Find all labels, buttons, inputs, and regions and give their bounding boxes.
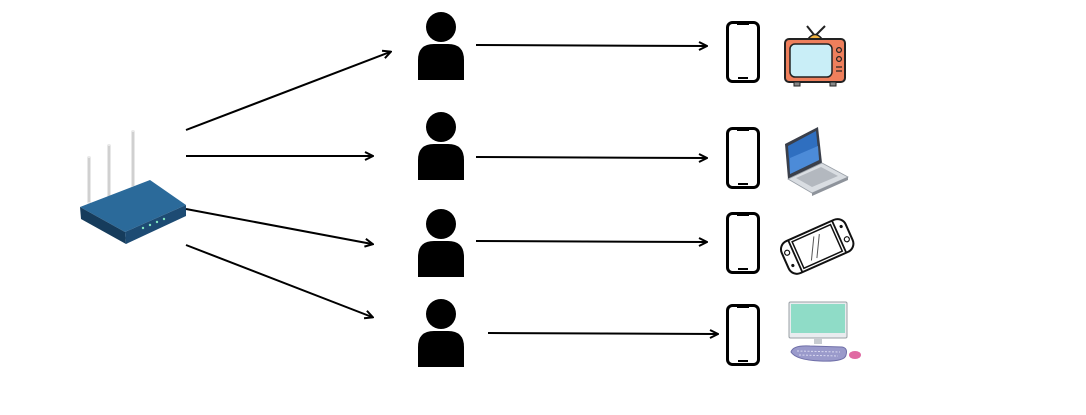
router-to-user-1-arrow <box>185 52 390 131</box>
laptop-icon <box>785 127 849 196</box>
user-4-to-phone-arrow <box>487 333 717 334</box>
wifi-router-icon <box>80 130 186 244</box>
router-to-user-4-arrow <box>185 244 372 317</box>
smartphone-icon <box>726 21 760 83</box>
retro-tv-icon <box>784 25 846 87</box>
desktop-computer-icon <box>788 301 861 362</box>
user-icon <box>418 12 464 80</box>
handheld-game-console-icon <box>779 218 855 275</box>
user-icon <box>418 209 464 277</box>
user-icon <box>418 299 464 367</box>
user-3-to-phone-arrow <box>475 241 706 242</box>
user-2-to-phone-arrow <box>475 157 706 158</box>
smartphone-icon <box>726 127 760 189</box>
user-icon <box>418 112 464 180</box>
router-to-user-3-arrow <box>185 208 372 244</box>
smartphone-icon <box>726 304 760 366</box>
smartphone-icon <box>726 212 760 274</box>
user-1-to-phone-arrow <box>475 45 706 46</box>
